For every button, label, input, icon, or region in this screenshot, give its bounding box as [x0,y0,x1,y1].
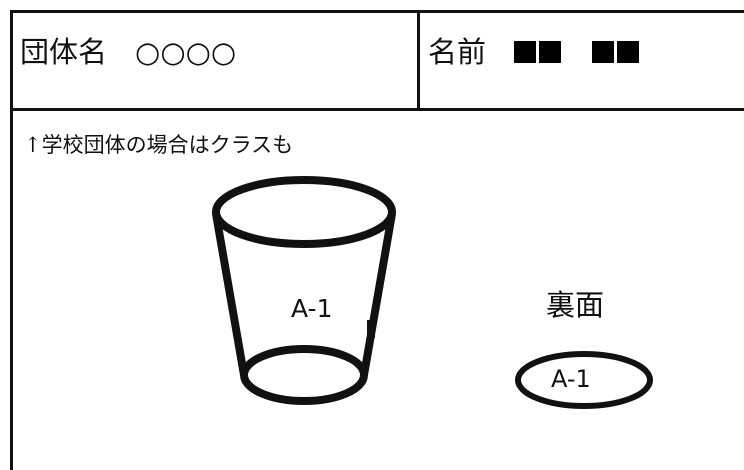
back-oval-icon [515,351,653,409]
header-divider [10,108,744,111]
cup-base [240,345,368,405]
header-column-divider [417,10,420,110]
name-value-redacted-2 [592,35,642,69]
name-label: 名前 [428,35,487,69]
name-cell: 名前 [428,34,642,70]
cup-rim [212,176,396,248]
cup-diagram [212,176,653,409]
name-value-redacted-1 [514,35,564,69]
group-name-value: ○○○○ [135,35,237,69]
group-name-label: 団体名 [20,35,108,69]
form-frame [10,10,744,470]
cup-icon [212,176,396,405]
back-side-title: 裏面 [546,288,605,322]
class-note: ↑学校団体の場合はクラスも [24,133,294,157]
cup-label: A-1 [291,294,333,323]
cup-right-side [360,213,396,376]
cup-left-side [212,213,248,376]
back-side-label: A-1 [551,365,591,393]
group-name-cell: 団体名 ○○○○ [20,34,236,70]
